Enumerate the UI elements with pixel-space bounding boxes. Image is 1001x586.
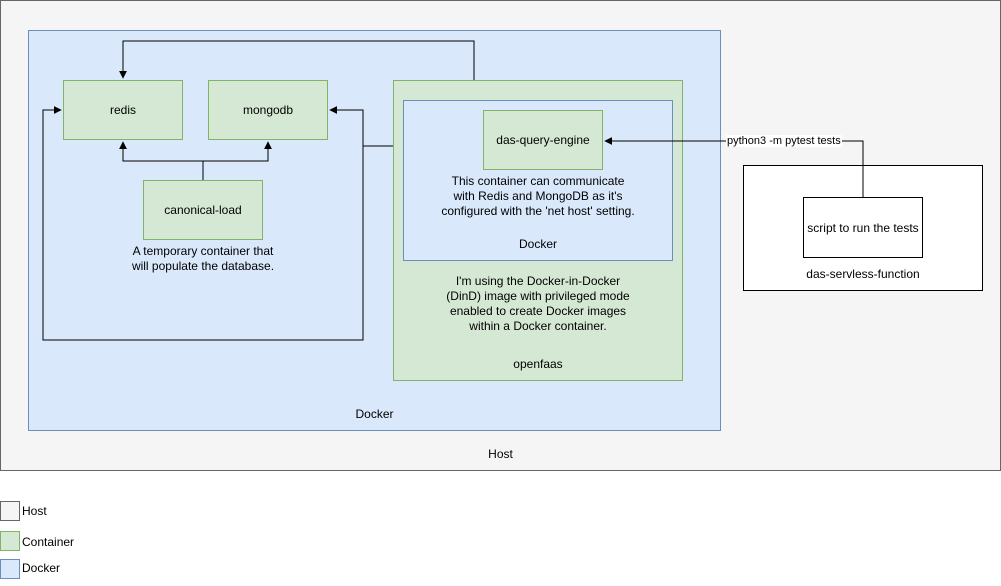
mongodb-label: mongodb (242, 103, 294, 117)
legend-swatch-container (0, 531, 20, 551)
das-serverless-function-label: das-servless-function (806, 267, 920, 281)
redis-label: redis (109, 103, 136, 117)
openfaas-label: openfaas (513, 357, 563, 371)
canonical-load-node: canonical-load (143, 180, 263, 240)
das-query-engine-label: das-query-engine (496, 133, 590, 147)
canonical-load-note: A temporary container that will populate… (131, 244, 275, 273)
das-query-engine-node: das-query-engine (483, 110, 603, 170)
script-tests-label: script to run the tests (807, 220, 919, 235)
legend-label-container: Container (22, 535, 75, 549)
docker-inner-label: Docker (518, 237, 557, 251)
host-label: Host (488, 447, 513, 461)
query-engine-note: This container can communicate with Redi… (441, 174, 635, 218)
docker-outer-label: Docker (355, 407, 394, 421)
legend-label-host: Host (22, 504, 47, 518)
script-tests-node: script to run the tests (803, 197, 923, 258)
legend-swatch-host (0, 501, 20, 521)
canonical-load-label: canonical-load (164, 203, 242, 217)
redis-node: redis (63, 80, 183, 140)
legend-swatch-docker (0, 559, 20, 579)
pytest-edge-label: python3 -m pytest tests (726, 135, 842, 147)
legend-label-docker: Docker (22, 561, 61, 575)
mongodb-node: mongodb (208, 80, 328, 140)
dind-note: I'm using the Docker-in-Docker (DinD) im… (446, 274, 630, 333)
